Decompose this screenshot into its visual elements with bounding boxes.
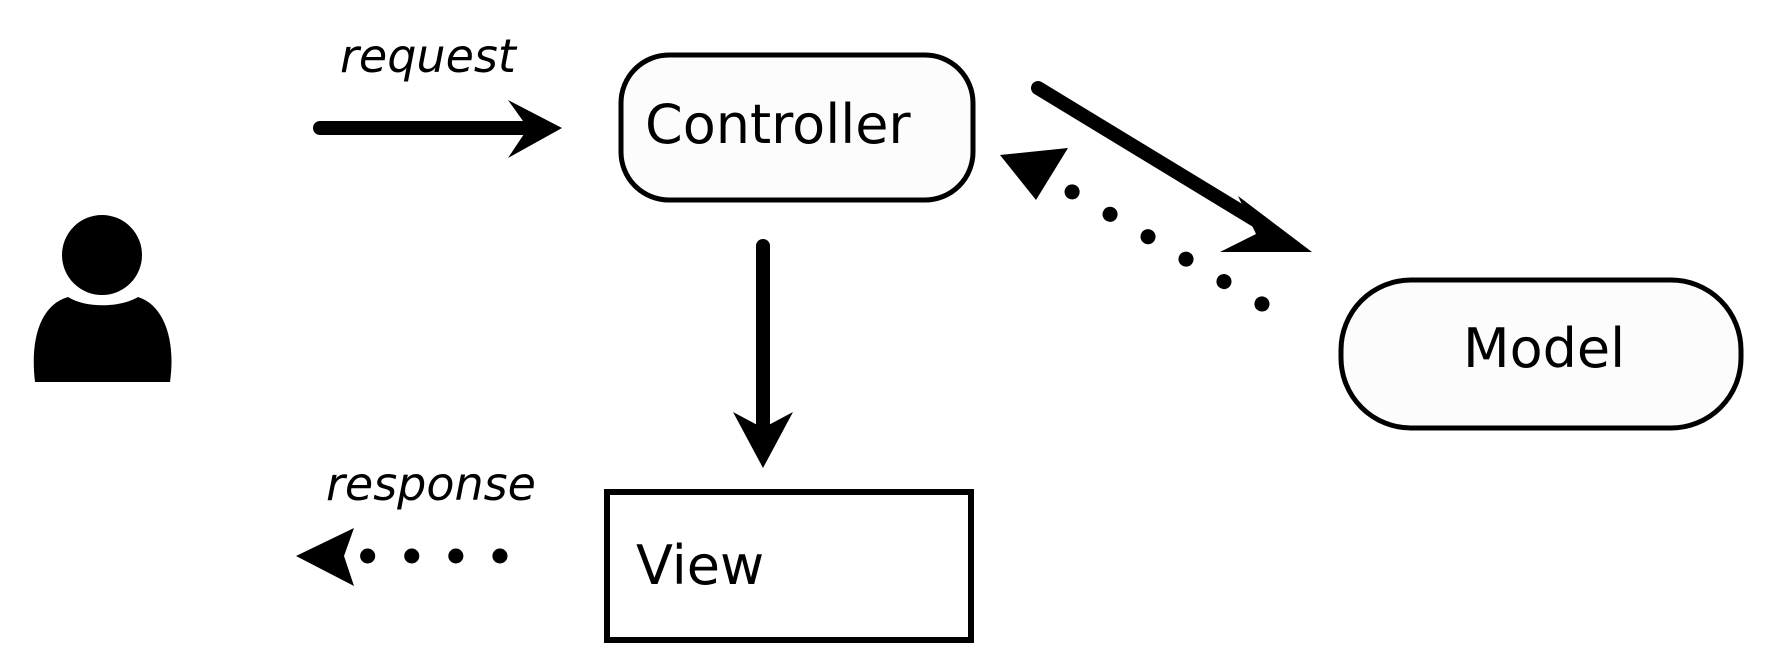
view-label: View [636, 534, 764, 597]
controller-node: Controller [618, 52, 976, 203]
request-arrow [313, 100, 562, 158]
model-node: Model [1338, 277, 1744, 431]
response-label: response [326, 457, 536, 511]
model-to-controller-arrow [1000, 148, 1270, 312]
view-node: View [604, 489, 974, 643]
controller-label: Controller [645, 93, 911, 156]
model-label: Model [1463, 317, 1625, 380]
controller-to-view-arrow [733, 239, 793, 468]
response-arrow [296, 528, 508, 586]
request-label: request [340, 29, 518, 83]
controller-to-model-arrow [1031, 81, 1312, 252]
user-icon [33, 211, 172, 382]
